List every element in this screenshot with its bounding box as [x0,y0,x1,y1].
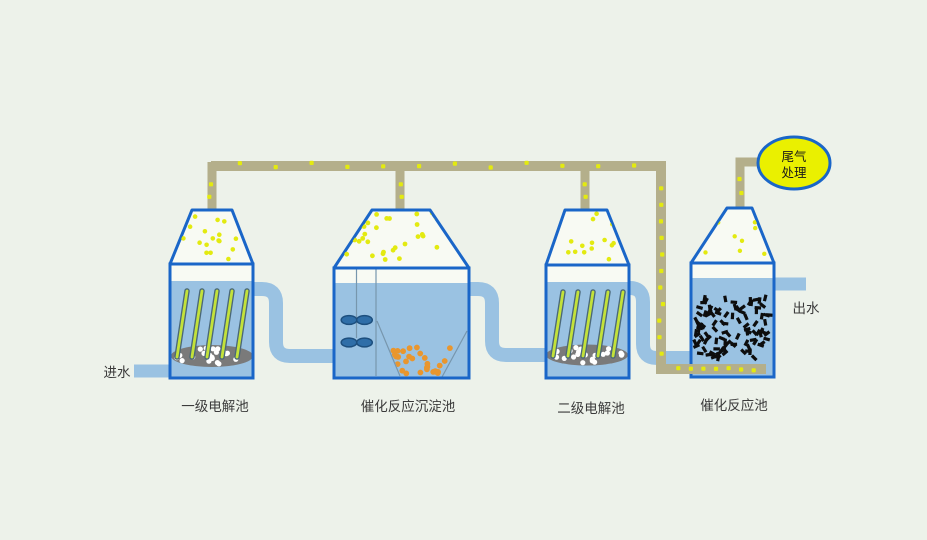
connector-tank1-tank2 [252,282,337,363]
tank-second-electrolysis [544,208,631,380]
connector-tank3-tank4 [626,281,695,365]
inlet-label: 进水 [104,365,131,380]
outlet-label: 出水 [793,301,821,316]
tank1-gas-bubbles [181,214,239,262]
tank2-water [334,283,469,377]
tail-gas-ellipse [756,135,832,191]
tank3-electrode-rods [550,289,626,359]
catalyst-media [692,294,773,362]
stirrer-impellers [340,314,374,348]
tank2-label: 催化反应沉淀池 [361,398,456,414]
connector-tank2-tank3 [468,282,549,362]
tank4-label: 催化反应池 [700,397,768,413]
tank-first-electrolysis [168,208,255,380]
tank-catalytic-sedimentation [332,208,471,380]
water-piping [134,277,806,378]
gas-recycle-pipe [656,161,766,374]
tank1-electrode-rods [174,288,250,360]
settling-funnel [376,320,401,377]
gas-flow-dots [207,160,756,373]
tank3-gas-bubbles [555,211,616,262]
tank1-label: 一级电解池 [181,399,249,414]
tail-gas-label-line1: 尾气 [781,149,807,164]
tank-catalytic-reaction [689,206,776,379]
tank3-label: 二级电解池 [557,401,625,416]
tail-gas-label-line2: 处理 [781,166,807,180]
tail-gas-treatment: 尾气 处理 [756,135,832,191]
